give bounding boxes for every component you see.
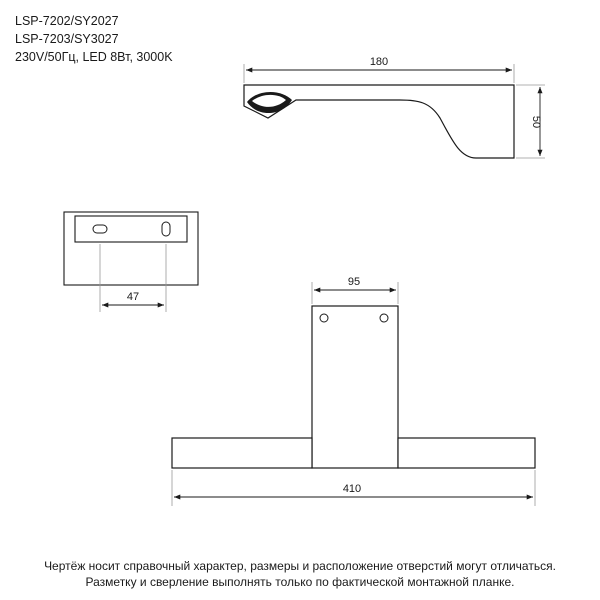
dim-side-length: 180 [370, 56, 388, 68]
disclaimer-line-1: Чертёж носит справочный характер, размер… [44, 559, 556, 573]
bracket [311, 305, 399, 469]
light-bar-left [171, 437, 313, 469]
model-code-2: LSP-7203/SY3027 [15, 32, 119, 46]
electrical-specs: 230V/50Гц, LED 8Вт, 3000K [15, 50, 173, 64]
side-view-outline [243, 84, 515, 159]
light-bar-right [397, 437, 536, 469]
screw-hole-right [379, 313, 389, 323]
screw-hole-left [319, 313, 329, 323]
dim-bracket-width: 95 [348, 276, 360, 288]
lens-highlight [252, 94, 286, 107]
plate-outer [63, 211, 199, 286]
model-header: LSP-7202/SY2027 LSP-7203/SY3027 230V/50Г… [15, 12, 173, 66]
dim-side-height: 50 [530, 116, 542, 128]
front-view: 95 410 [171, 276, 536, 506]
mount-slot-vertical [161, 221, 171, 237]
mounting-bar [74, 215, 188, 243]
mounting-plate-view: 47 [63, 211, 199, 312]
mount-slot-horizontal [92, 224, 108, 234]
model-code-1: LSP-7202/SY2027 [15, 14, 119, 28]
side-view: 180 50 [243, 56, 545, 159]
disclaimer: Чертёж носит справочный характер, размер… [0, 558, 600, 590]
disclaimer-line-2: Разметку и сверление выполнять только по… [85, 575, 515, 589]
dim-mount-hole-spacing: 47 [127, 291, 139, 303]
dim-total-width: 410 [343, 483, 361, 495]
